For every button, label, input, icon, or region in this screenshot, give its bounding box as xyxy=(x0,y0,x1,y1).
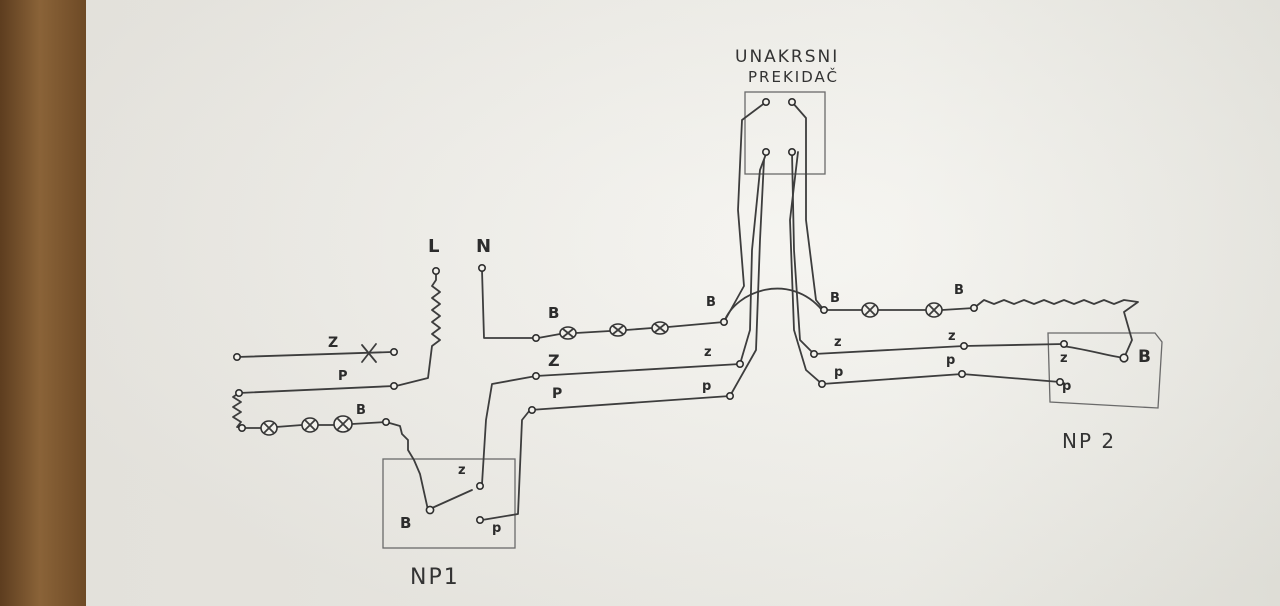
label-phase-l: L xyxy=(428,236,439,257)
wire-cross-l1 xyxy=(723,101,767,323)
cut-mark xyxy=(361,343,377,363)
wire-np1-z-up xyxy=(481,375,537,485)
np2-switch-box xyxy=(1047,332,1163,409)
np1-switch-box xyxy=(382,458,516,549)
wire-left-p xyxy=(238,385,395,394)
label-mid-z2: z xyxy=(704,345,712,360)
wire-mid-z xyxy=(535,363,741,377)
lamp-left-1 xyxy=(260,420,278,436)
wire-right-lamps xyxy=(823,307,975,311)
cross-switch-box xyxy=(744,91,826,175)
label-np2-p: p xyxy=(1062,379,1071,394)
wire-cross-r3 xyxy=(789,151,823,385)
wire-phase-l xyxy=(395,274,441,387)
label-neutral-n: N xyxy=(476,236,491,257)
label-left-b: B xyxy=(356,403,366,418)
lamp-left-3 xyxy=(333,415,353,433)
wire-cross-l2 xyxy=(739,153,767,365)
label-right-p: p xyxy=(834,365,843,380)
label-mid-p: P xyxy=(552,386,562,402)
switch-label-np2: NP 2 xyxy=(1062,429,1116,453)
title-line-2: PREKIDAČ xyxy=(748,67,839,86)
wire-right-z xyxy=(813,343,1065,355)
label-right-b2: B xyxy=(954,283,964,298)
wire-np1-p-up xyxy=(481,409,531,521)
wire-left-z-crossed xyxy=(236,351,393,358)
wire-cross-r1 xyxy=(791,101,825,311)
label-mid-b2: B xyxy=(706,295,716,310)
wire-left-b-to-np1 xyxy=(385,421,429,511)
lamp-left-2 xyxy=(301,417,319,433)
wire-left-loop xyxy=(232,392,243,429)
label-right-z: z xyxy=(834,335,842,350)
label-mid-z: Z xyxy=(548,351,560,370)
label-right-z2: z xyxy=(948,329,956,344)
lamp-mid-3 xyxy=(651,321,669,335)
lamp-right-1 xyxy=(861,302,879,318)
lamp-mid-2 xyxy=(609,323,627,337)
label-np1-b: B xyxy=(400,514,411,532)
switch-label-np1: NP1 xyxy=(410,565,460,590)
wire-right-b xyxy=(973,299,1139,359)
label-np2-b: B xyxy=(1138,347,1151,367)
wire-np2-lever xyxy=(1061,345,1125,359)
wire-mid-p xyxy=(529,395,731,411)
wire-neutral-n xyxy=(481,269,537,339)
label-np1-p: p xyxy=(492,521,501,536)
label-np2-z: z xyxy=(1060,351,1068,366)
wire-mid-lamps xyxy=(537,321,725,339)
wire-bridge xyxy=(723,287,823,323)
lamp-mid-1 xyxy=(559,326,577,340)
lamp-right-2 xyxy=(925,302,943,318)
paper-sheet xyxy=(86,0,1280,606)
label-mid-p2: p xyxy=(702,379,711,394)
label-left-p: P xyxy=(338,369,348,384)
label-np1-z: z xyxy=(458,463,466,478)
wire-cross-l3 xyxy=(729,159,765,397)
lamp-symbols xyxy=(260,302,943,436)
title-line-1: UNAKRSNI xyxy=(735,47,839,67)
wire-left-lamps xyxy=(241,421,387,429)
label-left-z: Z xyxy=(328,335,338,351)
wire-np1-lever xyxy=(431,489,473,509)
label-right-p2: p xyxy=(946,353,955,368)
label-right-b: B xyxy=(830,291,840,306)
terminal-dots xyxy=(233,98,1129,524)
wire-right-p xyxy=(821,373,1061,385)
label-mid-b: B xyxy=(548,304,559,322)
